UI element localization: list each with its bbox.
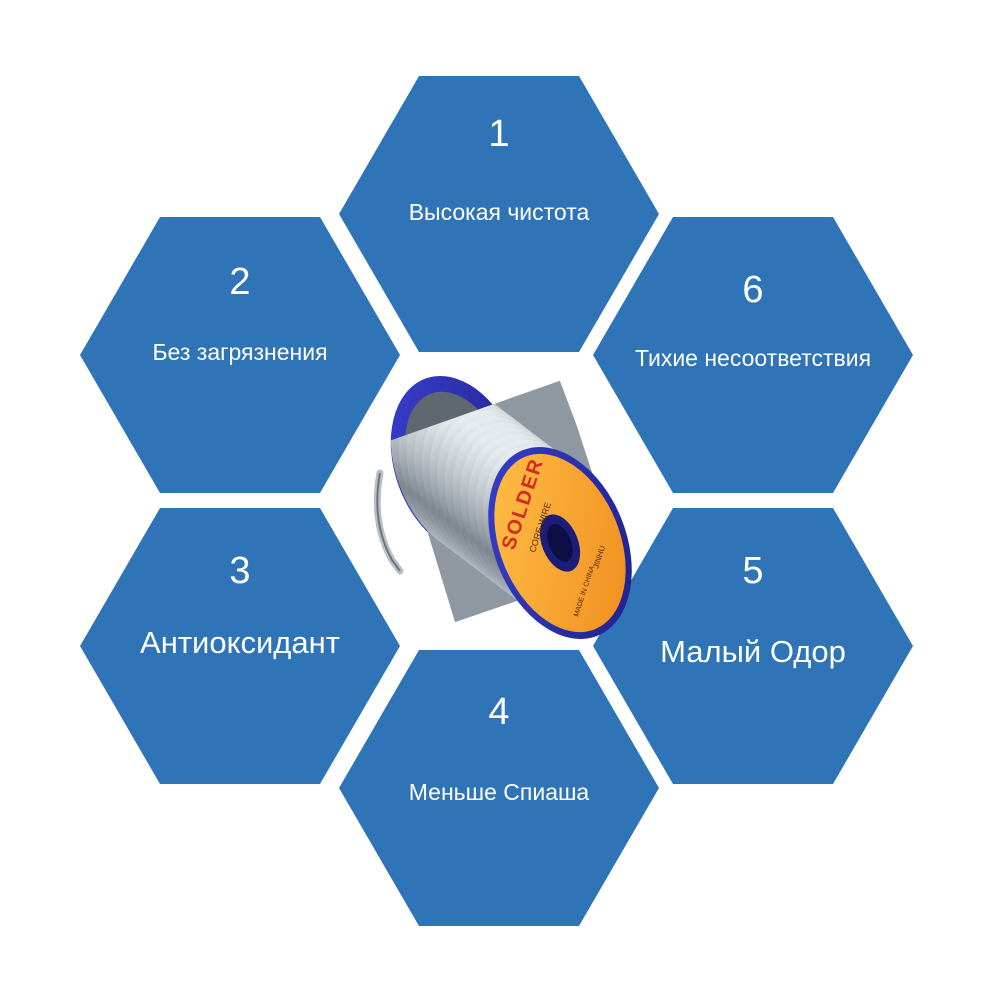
feature-number: 3 xyxy=(229,550,251,592)
feature-hexagon-1: 1 Высокая чистота xyxy=(339,76,659,352)
feature-number: 6 xyxy=(742,269,764,311)
feature-label: Высокая чистота xyxy=(408,199,590,225)
feature-number: 1 xyxy=(488,113,510,155)
feature-number: 5 xyxy=(742,550,764,592)
solder-spool-image: SOLDER CORE WIRE JINHU MADE IN CHINA xyxy=(373,375,632,639)
feature-label: Меньше Спиаша xyxy=(408,779,590,805)
feature-label: Без загрязнения xyxy=(152,339,328,365)
feature-label: Малый Одор xyxy=(660,634,846,669)
feature-hexagon-4: 4 Меньше Спиаша xyxy=(339,650,659,926)
feature-label: Тихие несоответствия xyxy=(634,345,872,371)
feature-number: 4 xyxy=(488,691,510,733)
spool-front-flange xyxy=(488,447,632,639)
loose-wire-end xyxy=(373,469,404,575)
feature-number: 2 xyxy=(229,261,251,303)
feature-label: Антиоксидант xyxy=(140,625,340,660)
